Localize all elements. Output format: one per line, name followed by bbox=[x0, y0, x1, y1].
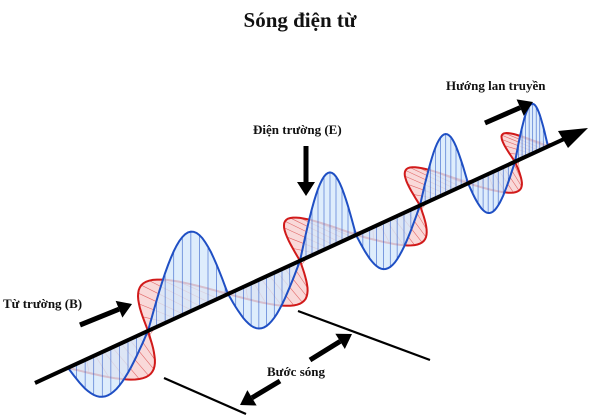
wavelength-label: Bước sóng bbox=[267, 364, 325, 379]
propagation-axis bbox=[34, 128, 588, 385]
annotation-arrows bbox=[79, 99, 533, 416]
magnetic-field-label: Từ trường (B) bbox=[3, 296, 83, 311]
propagation-direction-label: Hướng lan truyền bbox=[446, 78, 546, 93]
diagram-title: Sóng điện từ bbox=[243, 8, 357, 32]
electric-field-wave bbox=[67, 102, 549, 398]
electric-field-label: Điện trường (E) bbox=[253, 122, 342, 137]
